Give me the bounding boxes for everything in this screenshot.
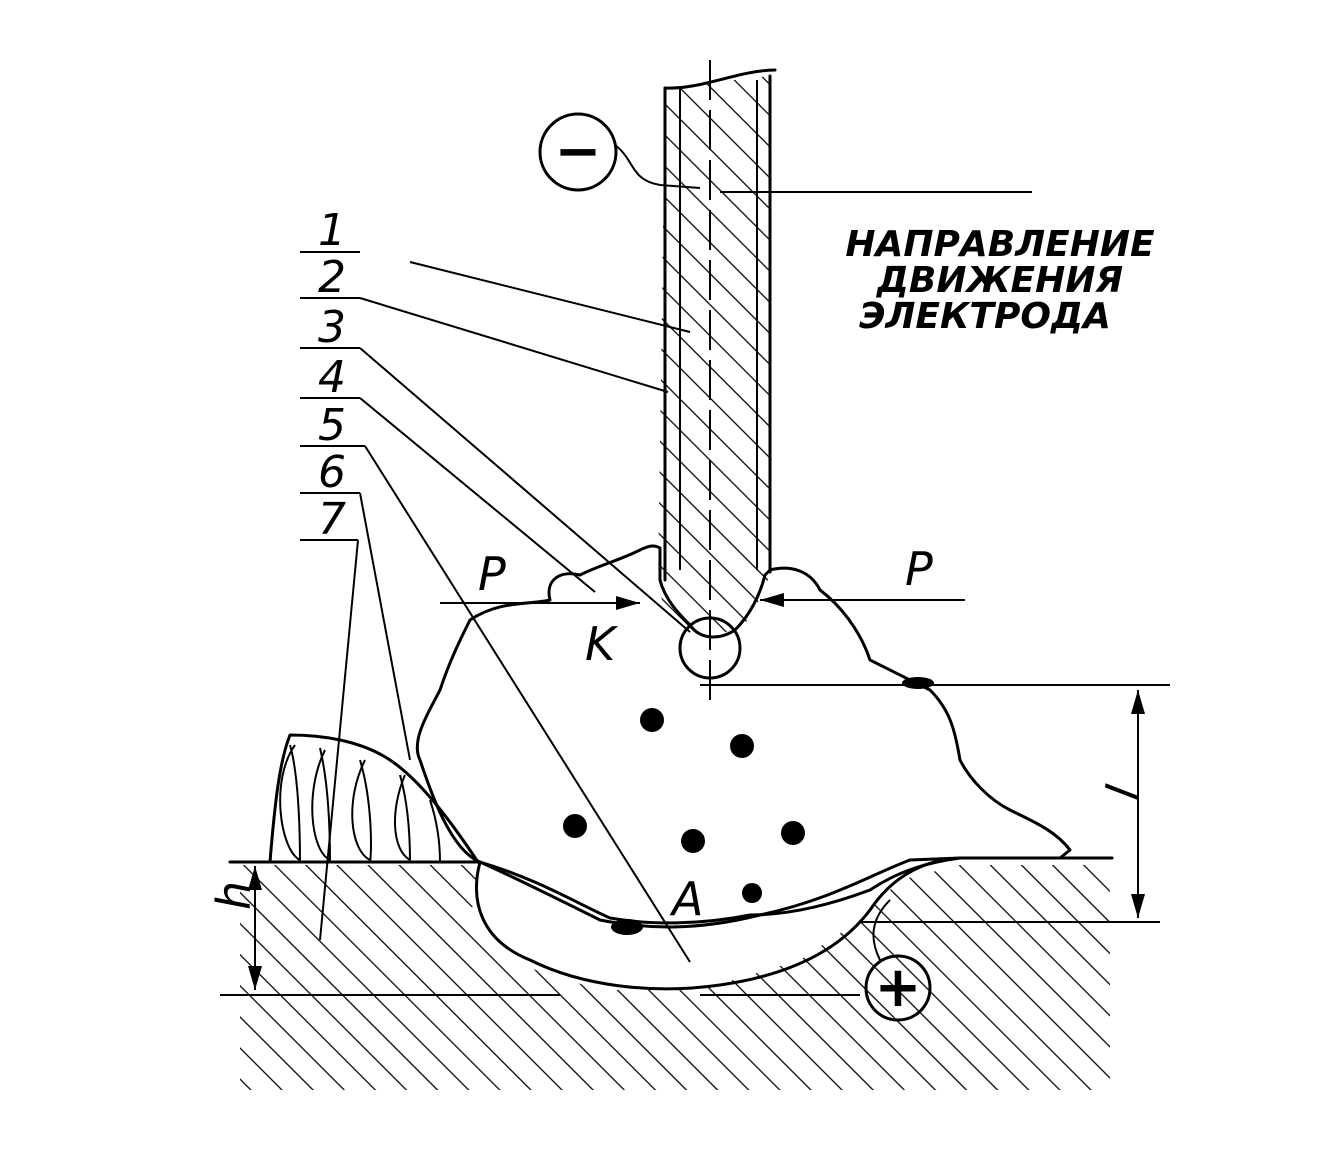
- callout-2: 2: [318, 252, 346, 303]
- force-arrows: P P: [440, 542, 965, 610]
- positive-sign: +: [875, 955, 922, 1020]
- svg-text:НАПРАВЛЕНИЕ: НАПРАВЛЕНИЕ: [845, 224, 1155, 265]
- weld-bead: [268, 733, 480, 864]
- callout-7: 7: [318, 494, 346, 545]
- callout-3: 3: [318, 302, 346, 353]
- base-metal: [220, 856, 1114, 1090]
- direction-caption: НАПРАВЛЕНИЕ ДВИЖЕНИЯ ЭЛЕКТРОДА: [845, 224, 1155, 337]
- point-k-label: K: [585, 617, 619, 671]
- dimension-h: h: [207, 866, 262, 990]
- point-a-label: A: [669, 872, 703, 926]
- svg-text:ЭЛЕКТРОДА: ЭЛЕКТРОДА: [859, 296, 1111, 337]
- callout-5: 5: [318, 400, 346, 451]
- dim-l-label: l: [1096, 781, 1151, 803]
- callouts: 1 2 3 4 5 6 7: [300, 205, 691, 963]
- electrode: [658, 60, 1032, 710]
- callout-1: 1: [318, 205, 346, 256]
- callout-4: 4: [318, 352, 346, 403]
- svg-text:ДВИЖЕНИЯ: ДВИЖЕНИЯ: [876, 260, 1123, 301]
- negative-pole: −: [538, 112, 701, 192]
- callout-6: 6: [318, 447, 346, 498]
- force-right-label: P: [905, 542, 933, 596]
- dimension-l: l: [700, 684, 1170, 923]
- force-left-label: P: [478, 547, 506, 601]
- negative-sign: −: [555, 119, 602, 184]
- dim-h-label: h: [207, 881, 261, 910]
- positive-pole: +: [864, 899, 932, 1022]
